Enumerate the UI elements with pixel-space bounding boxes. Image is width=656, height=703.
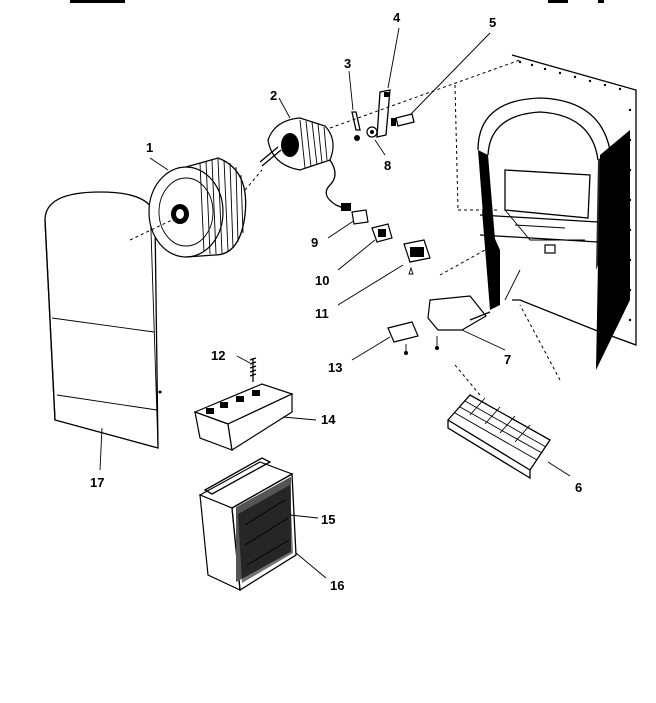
callout-10: 10 — [315, 273, 329, 288]
electrical-components-parts-9-10-11 — [327, 209, 431, 306]
callout-14: 14 — [321, 412, 336, 427]
cropped-header-marks — [70, 0, 604, 3]
front-panel-part-17 — [44, 191, 162, 471]
callout-5: 5 — [489, 15, 496, 30]
callout-12: 12 — [211, 348, 225, 363]
motor-part-2 — [244, 97, 351, 211]
callout-9: 9 — [311, 235, 318, 250]
callout-17: 17 — [90, 475, 104, 490]
callout-1: 1 — [146, 140, 153, 155]
tray-parts-12-14 — [193, 355, 317, 451]
grille-part-6 — [447, 364, 571, 480]
callout-8: 8 — [384, 158, 391, 173]
callout-4: 4 — [393, 10, 401, 25]
callout-2: 2 — [270, 88, 277, 103]
callout-6: 6 — [575, 480, 582, 495]
mounting-hardware-parts-3-4-5-8 — [329, 27, 521, 211]
callout-13: 13 — [328, 360, 342, 375]
callout-15: 15 — [321, 512, 335, 527]
callout-11: 11 — [315, 306, 329, 321]
blower-housing — [439, 54, 637, 381]
callout-16: 16 — [330, 578, 344, 593]
filter-parts-15-16 — [198, 457, 327, 592]
control-board-parts-7-13 — [351, 295, 506, 361]
blower-wheel-part-1 — [129, 157, 247, 258]
callout-3: 3 — [344, 56, 351, 71]
callout-labels: 1 2 3 4 5 6 7 8 9 10 11 12 13 14 15 16 1… — [90, 10, 582, 593]
callout-7: 7 — [504, 352, 511, 367]
